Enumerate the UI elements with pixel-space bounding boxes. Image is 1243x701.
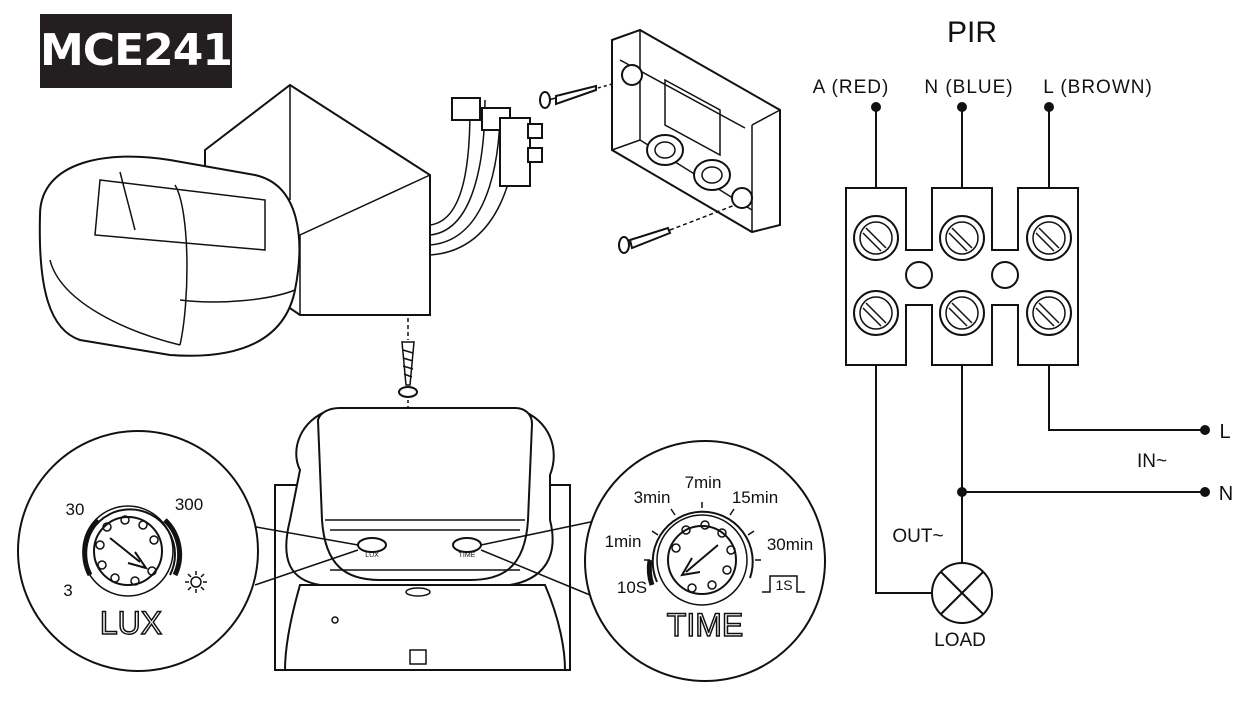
load-label: LOAD bbox=[934, 630, 986, 651]
lux-dial-title: LUX bbox=[100, 605, 162, 641]
time-dial: 7min 3min 15min 1min 30min 10S 1S TIME bbox=[584, 440, 826, 682]
output-label: OUT~ bbox=[892, 526, 943, 547]
time-tick-10s: 10S bbox=[617, 578, 647, 597]
time-tick-1min: 1min bbox=[605, 532, 642, 551]
time-pulse-label: 1S bbox=[775, 577, 792, 593]
mounting-bracket-illustration bbox=[539, 28, 781, 254]
time-tick-3min: 3min bbox=[634, 488, 671, 507]
sensor-front-illustration: LUX TIME bbox=[244, 407, 601, 671]
line-label-n: N bbox=[1219, 483, 1233, 505]
lamp-load-icon bbox=[931, 562, 993, 624]
wiring-diagram: PIR A (RED) N (BLUE) L (BROWN) bbox=[813, 16, 1234, 651]
time-tick-7min: 7min bbox=[685, 473, 722, 492]
lux-knob-label: LUX bbox=[365, 552, 379, 559]
line-label-l: L bbox=[1219, 421, 1230, 443]
time-dial-title: TIME bbox=[667, 607, 743, 643]
lux-dial: 30 300 3 LUX bbox=[17, 430, 259, 672]
model-badge: MCE241 bbox=[40, 14, 233, 88]
pulse-icon: 1S bbox=[762, 575, 805, 593]
input-label: IN~ bbox=[1137, 451, 1167, 472]
terminal-label-n: N (BLUE) bbox=[924, 77, 1013, 98]
lux-tick-300: 300 bbox=[175, 495, 203, 514]
terminal-block bbox=[845, 187, 1079, 366]
lux-tick-3: 3 bbox=[63, 581, 72, 600]
sun-icon bbox=[185, 571, 207, 593]
terminal-label-a: A (RED) bbox=[813, 77, 890, 98]
lux-tick-30: 30 bbox=[66, 500, 85, 519]
time-tick-15min: 15min bbox=[732, 488, 778, 507]
sensor-body-illustration bbox=[38, 83, 543, 410]
time-knob-label: TIME bbox=[459, 552, 476, 559]
wiring-title: PIR bbox=[947, 16, 997, 49]
time-tick-30min: 30min bbox=[767, 535, 813, 554]
terminal-label-l: L (BROWN) bbox=[1043, 77, 1153, 98]
